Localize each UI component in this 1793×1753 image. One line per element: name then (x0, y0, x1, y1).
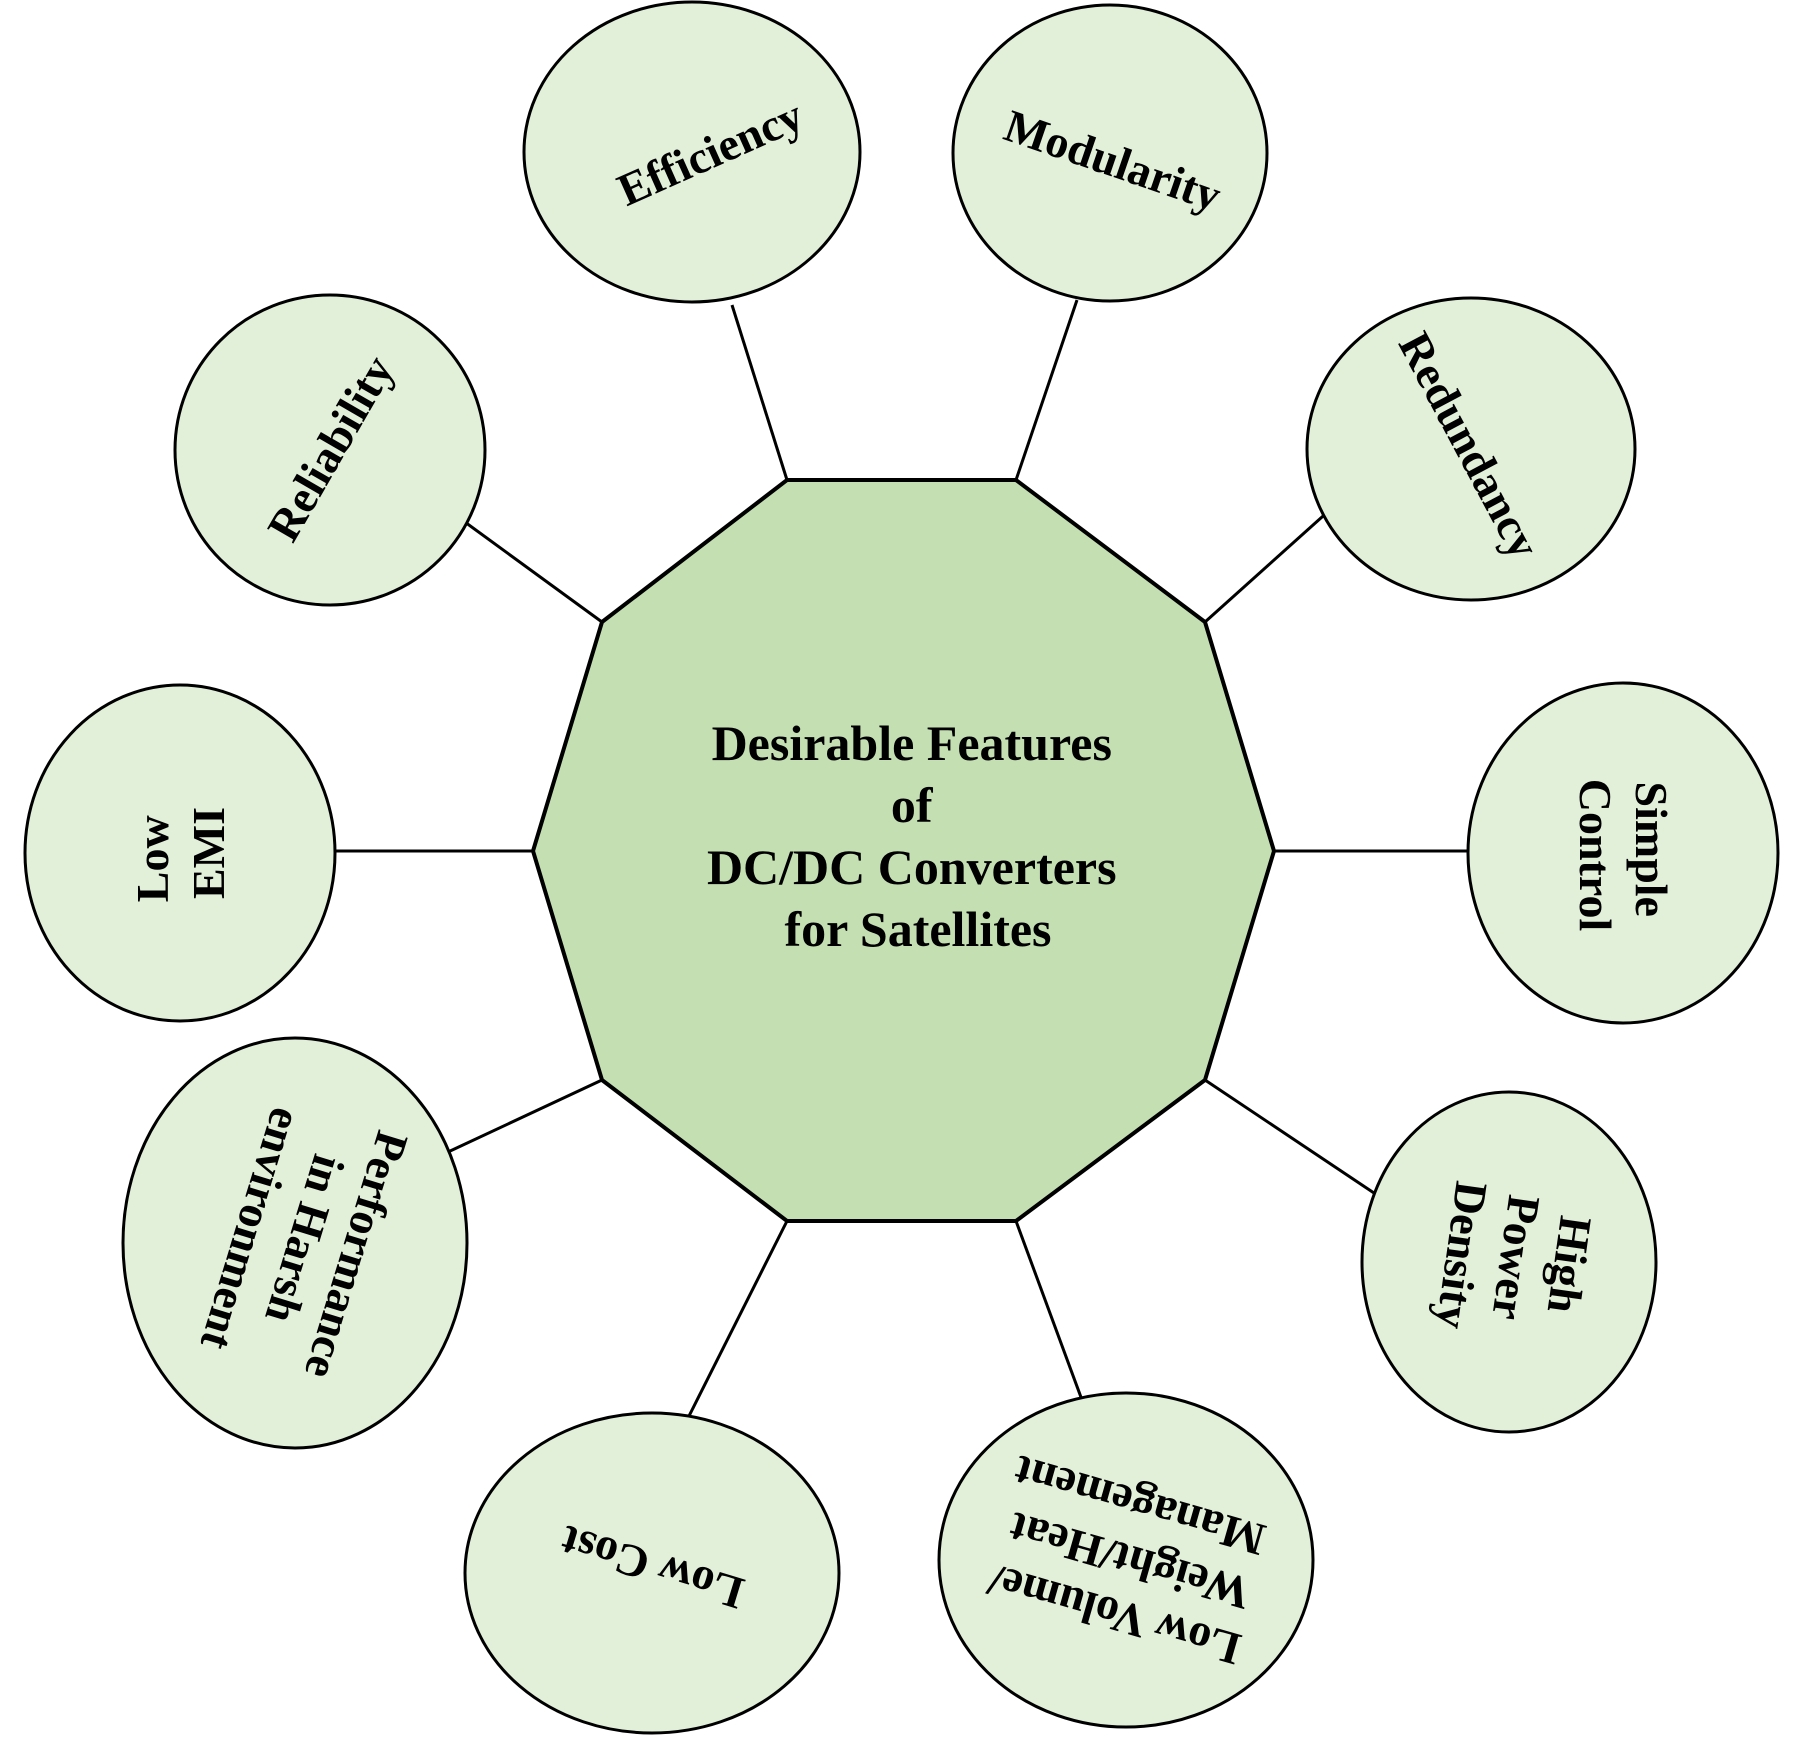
center-decagon (530, 478, 1277, 1223)
feature-ellipse (121, 1036, 469, 1450)
feature-label-line: Control (1570, 779, 1621, 932)
feature-ellipse (23, 683, 337, 1023)
feature-label: Simple Control (1570, 779, 1677, 932)
feature-ellipse (1305, 296, 1637, 602)
feature-label-line: Simple (1626, 782, 1677, 917)
feature-ellipse (463, 1411, 841, 1735)
feature-low-volume: Low Volume/ Weight/Heat Management (937, 1391, 1315, 1729)
feature-harsh-environment: Performance in Harsh environment (121, 1036, 469, 1450)
feature-low-cost: Low Cost (463, 1411, 841, 1735)
feature-ellipse (951, 3, 1269, 303)
feature-ellipse (1466, 681, 1780, 1025)
feature-modularity: Modularity (951, 3, 1269, 303)
center-title-line: of (891, 777, 934, 833)
center-title: Desirable Features of DC/DC Converters f… (707, 715, 1129, 957)
connector-low-volume (1014, 1220, 1084, 1401)
connector-redundancy (1203, 506, 1334, 624)
connector-efficiency (730, 304, 789, 481)
connectors (335, 299, 1468, 1425)
connector-harsh-environment (447, 1078, 603, 1154)
feature-ellipse (937, 1391, 1315, 1729)
feature-simple-control: Simple Control (1466, 681, 1780, 1025)
center-title-line: Desirable Features (712, 715, 1112, 771)
feature-high-power-density: High Power Density (1360, 1090, 1658, 1434)
feature-label-line: Low (127, 815, 178, 902)
feature-ellipse (1360, 1090, 1658, 1434)
connector-high-power-density (1204, 1078, 1375, 1195)
feature-label: Low EMI (127, 804, 234, 902)
connector-modularity (1014, 299, 1079, 481)
connector-reliability (457, 515, 603, 624)
connector-low-cost (683, 1220, 789, 1425)
center-title-line: DC/DC Converters (707, 839, 1117, 895)
feature-label-line: EMI (183, 807, 234, 899)
center-title-line: for Satellites (784, 901, 1051, 957)
feature-reliability: Reliability (173, 293, 487, 607)
feature-low-emi: Low EMI (23, 683, 337, 1023)
feature-ellipse (522, 0, 862, 304)
feature-ellipse (173, 293, 487, 607)
feature-redundancy: Redundancy (1305, 296, 1637, 602)
feature-efficiency: Efficiency (522, 0, 862, 304)
